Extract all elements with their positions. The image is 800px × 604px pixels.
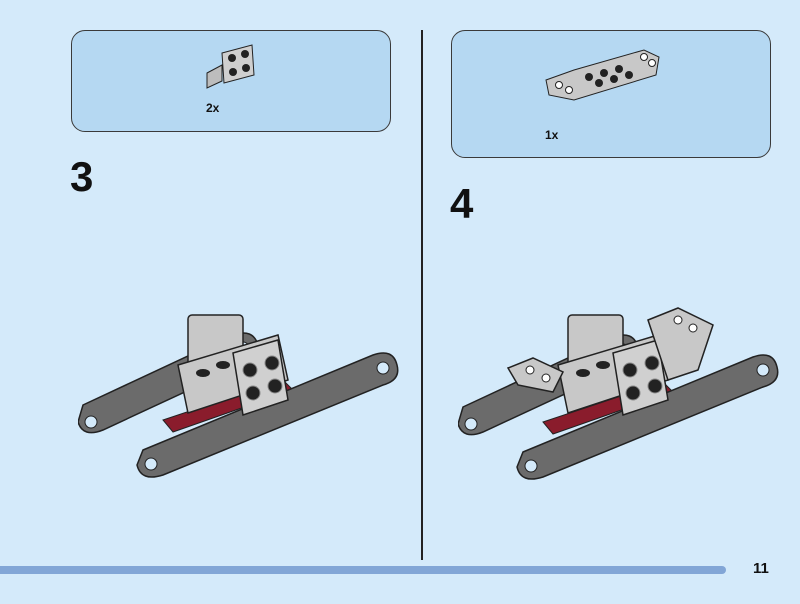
column-divider — [421, 30, 423, 560]
parts-callout-step-4: 1x — [451, 30, 771, 158]
step-number: 4 — [450, 180, 474, 227]
parts-callout-step-3: 2x — [71, 30, 391, 132]
footer-progress-bar — [0, 566, 726, 574]
step-number: 3 — [70, 153, 94, 200]
step-3-model-illustration — [78, 314, 399, 478]
inverted-slope-part-icon — [545, 49, 660, 101]
step-4-model-illustration — [458, 307, 779, 480]
part-quantity: 1x — [545, 128, 559, 142]
bracket-part-icon — [206, 44, 255, 89]
page-number: 11 — [753, 560, 769, 577]
part-quantity: 2x — [206, 101, 220, 115]
